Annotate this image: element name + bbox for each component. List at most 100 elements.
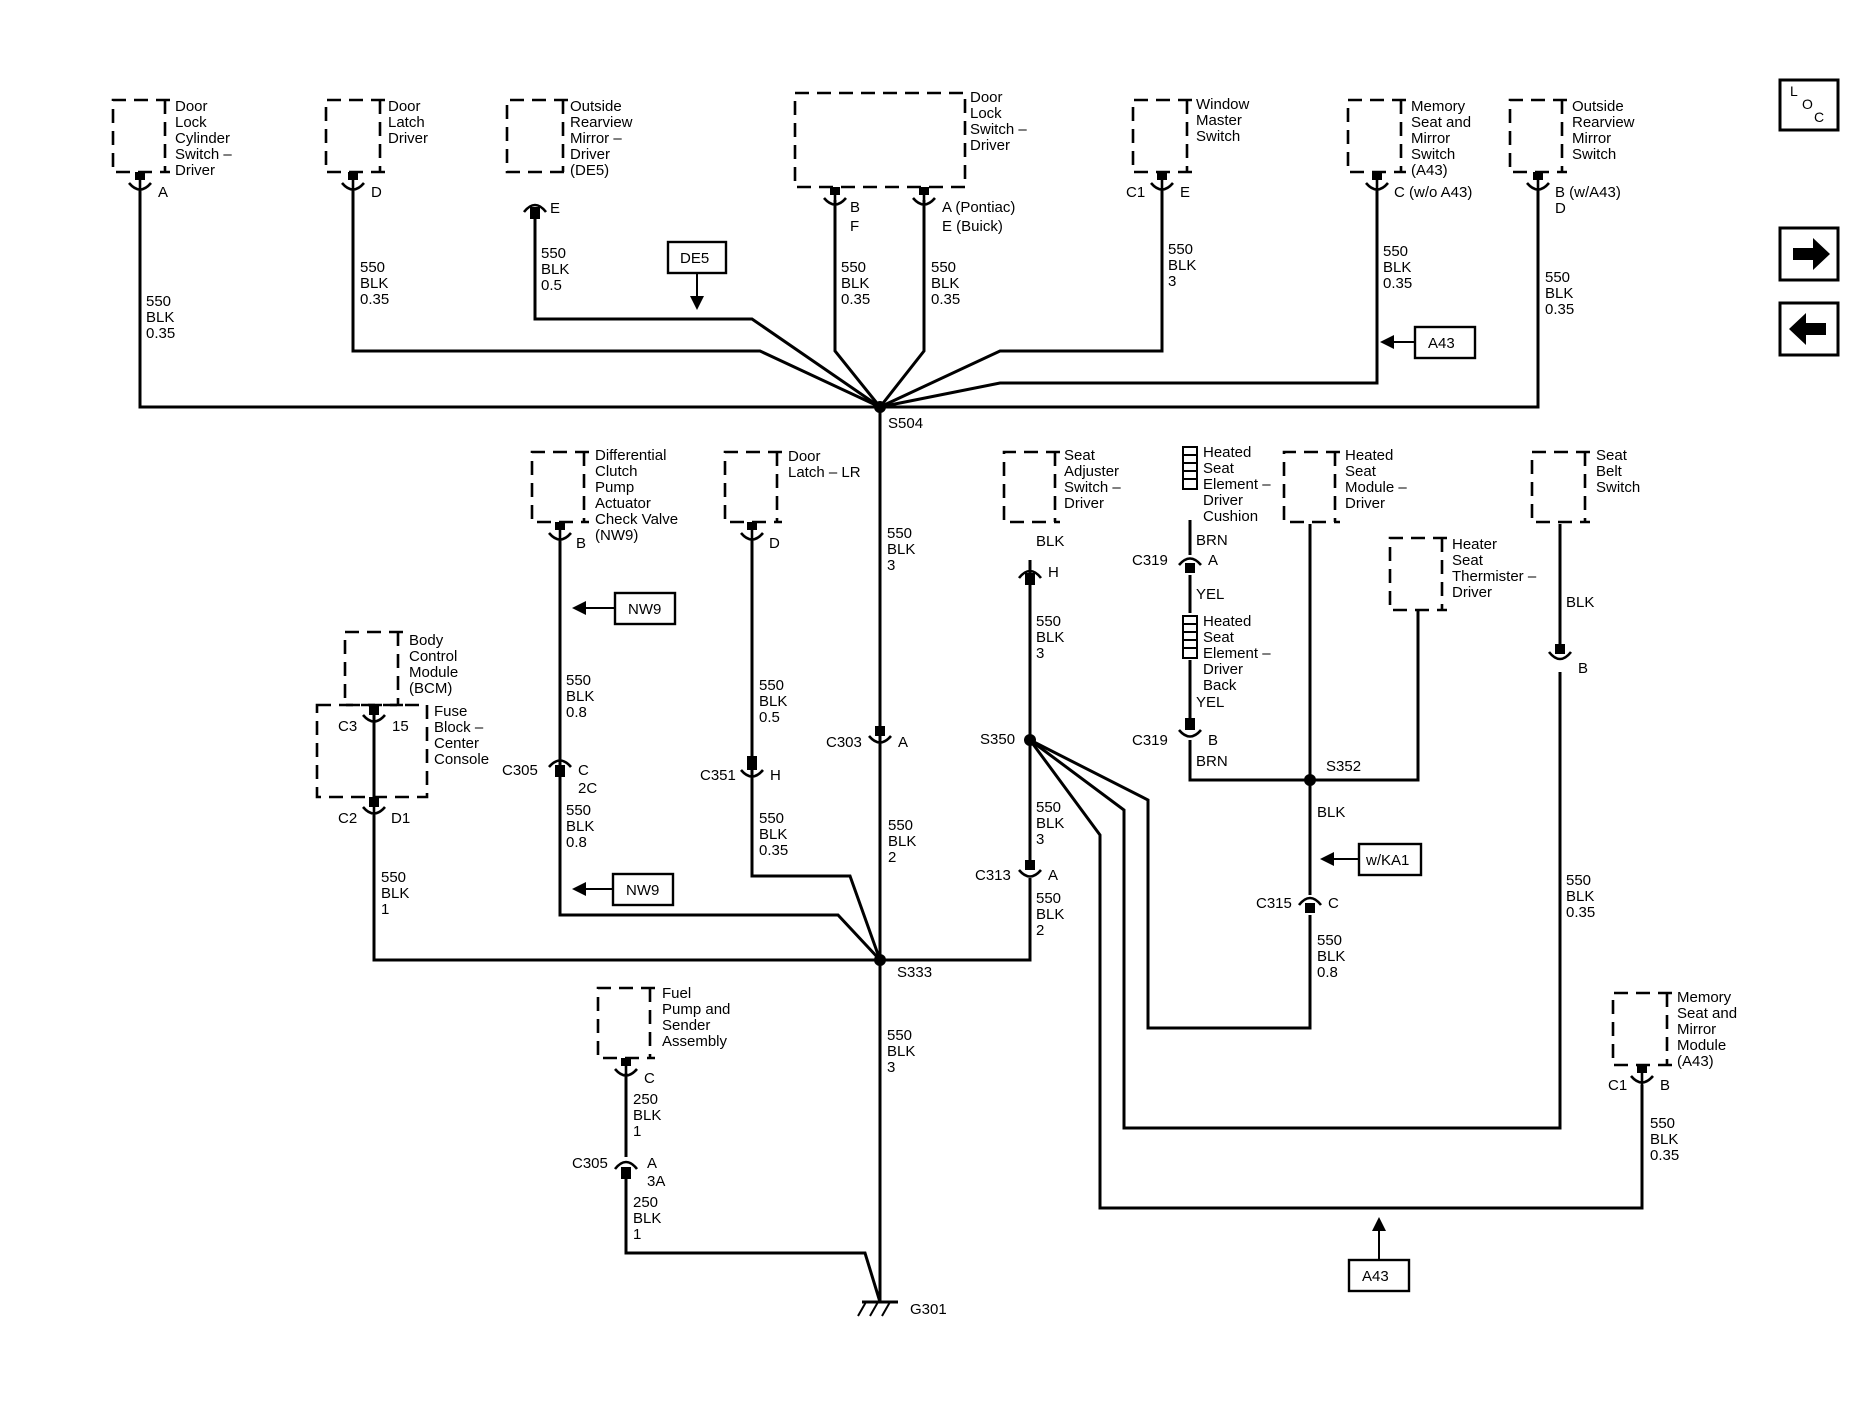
svg-text:BLK: BLK xyxy=(1036,533,1064,550)
svg-text:S350: S350 xyxy=(980,731,1015,748)
svg-text:C319: C319 xyxy=(1132,732,1168,749)
svg-text:C305: C305 xyxy=(502,762,538,779)
svg-text:BF: BF xyxy=(850,199,860,235)
svg-text:B: B xyxy=(1578,660,1588,677)
svg-text:C: C xyxy=(1328,895,1339,912)
svg-text:S504: S504 xyxy=(888,415,923,432)
svg-text:BLK: BLK xyxy=(1317,804,1345,821)
svg-text:A43: A43 xyxy=(1428,335,1455,352)
svg-text:A (Pontiac)E (Buick): A (Pontiac)E (Buick) xyxy=(942,199,1015,235)
connector-labels: C319 A C319 B C305 C 2C C351 H C303 A C3… xyxy=(502,552,1339,1190)
splice-s352-dot xyxy=(1304,774,1316,786)
svg-text:A: A xyxy=(1208,552,1218,569)
next-button[interactable] xyxy=(1778,226,1840,282)
label-memory-seat-mirror-switch: Memory Seat and Mirror Switch (A43) xyxy=(1411,98,1475,179)
svg-text:C: C xyxy=(578,762,589,779)
svg-text:S352: S352 xyxy=(1326,758,1361,775)
ground-g301: G301 xyxy=(857,1300,947,1318)
wires xyxy=(138,188,1644,1303)
tag-nw9-top[interactable]: NW9 xyxy=(572,591,677,626)
label-memory-seat-mirror-module: Memory Seat and Mirror Module (A43) xyxy=(1677,989,1741,1070)
connector-cups xyxy=(128,172,1654,1179)
label-door-lock-cylinder-switch: Door Lock Cylinder Switch – Driver xyxy=(175,98,236,179)
svg-text:E: E xyxy=(1180,184,1190,201)
svg-text:C1: C1 xyxy=(1608,1077,1627,1094)
arrow-left-icon xyxy=(1789,313,1826,345)
svg-text:H: H xyxy=(1048,564,1059,581)
tag-a43-top[interactable]: A43 xyxy=(1380,325,1477,360)
label-window-master-switch: Window Master Switch xyxy=(1196,96,1254,145)
splice-labels: S504 S333 S350 S352 xyxy=(888,415,1361,981)
svg-text:BRN: BRN xyxy=(1196,753,1228,770)
svg-text:C (w/o A43): C (w/o A43) xyxy=(1394,184,1472,201)
splice-s504-dot xyxy=(874,401,886,413)
label-door-latch-driver: Door Latch Driver xyxy=(388,98,429,147)
svg-text:C3: C3 xyxy=(338,718,357,735)
svg-text:A: A xyxy=(158,184,168,201)
tag-nw9-bottom[interactable]: NW9 xyxy=(572,872,675,907)
label-outside-mirror-driver: Outside Rearview Mirror – Driver (DE5) xyxy=(570,98,637,179)
label-heater-seat-thermister: Heater Seat Thermister – Driver xyxy=(1452,536,1540,601)
label-bcm: Body Control Module (BCM) xyxy=(409,632,462,697)
svg-text:NW9: NW9 xyxy=(626,882,659,899)
svg-text:D1: D1 xyxy=(391,810,410,827)
arrow-right-icon xyxy=(1793,238,1830,270)
ground-label: G301 xyxy=(910,1301,947,1318)
svg-text:H: H xyxy=(770,767,781,784)
svg-text:C351: C351 xyxy=(700,767,736,784)
svg-text:B: B xyxy=(576,535,586,552)
label-heated-seat-module: Heated Seat Module – Driver xyxy=(1345,447,1411,512)
label-fuse-block: Fuse Block – Center Console xyxy=(434,703,489,768)
component-labels: Door Lock Cylinder Switch – Driver Door … xyxy=(175,89,1741,1070)
svg-text:C2: C2 xyxy=(338,810,357,827)
svg-text:B: B xyxy=(1208,732,1218,749)
tag-a43-bottom[interactable]: A43 xyxy=(1347,1217,1411,1293)
loc-button[interactable]: L O C xyxy=(1778,78,1840,132)
svg-text:E: E xyxy=(550,200,560,217)
label-differential-clutch-pump: Differential Clutch Pump Actuator Check … xyxy=(595,447,682,544)
svg-text:C305: C305 xyxy=(572,1155,608,1172)
splice-s333-dot xyxy=(874,954,886,966)
svg-text:L: L xyxy=(1790,83,1798,99)
tag-de5[interactable]: DE5 xyxy=(666,240,728,310)
svg-text:NW9: NW9 xyxy=(628,601,661,618)
splice-s350-dot xyxy=(1024,734,1036,746)
label-door-lock-switch-driver: Door Lock Switch – Driver xyxy=(970,89,1031,154)
svg-text:C1: C1 xyxy=(1126,184,1145,201)
svg-text:BRN: BRN xyxy=(1196,532,1228,549)
prev-button[interactable] xyxy=(1778,301,1840,357)
svg-text:D: D xyxy=(371,184,382,201)
label-door-latch-lr: Door Latch – LR xyxy=(788,448,861,481)
svg-text:A: A xyxy=(647,1155,657,1172)
svg-text:A: A xyxy=(898,734,908,751)
svg-text:3A: 3A xyxy=(647,1173,665,1190)
svg-text:S333: S333 xyxy=(897,964,932,981)
label-heated-seat-back: Heated Seat Element – Driver Back xyxy=(1203,613,1275,694)
svg-text:D: D xyxy=(769,535,780,552)
svg-text:A: A xyxy=(1048,867,1058,884)
svg-text:C313: C313 xyxy=(975,867,1011,884)
svg-text:BLK: BLK xyxy=(1566,594,1594,611)
label-seat-belt-switch: Seat Belt Switch xyxy=(1596,447,1640,496)
svg-text:C303: C303 xyxy=(826,734,862,751)
tag-wka1[interactable]: w/KA1 xyxy=(1320,842,1423,877)
component-boxes xyxy=(111,91,1672,1067)
svg-text:B (w/A43)D: B (w/A43)D xyxy=(1555,184,1621,217)
